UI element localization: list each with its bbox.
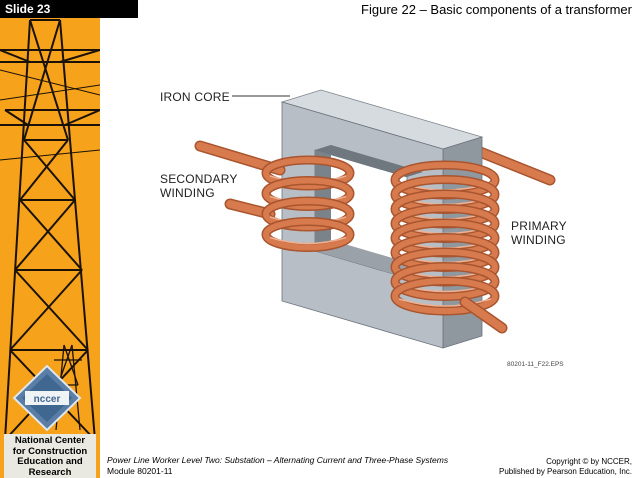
publisher-line: Published by Pearson Education, Inc.: [499, 467, 632, 476]
nccer-logo: nccer: [12, 364, 82, 432]
coil-turn: [263, 218, 353, 251]
copyright-line: Copyright © by NCCER,: [546, 457, 632, 466]
svg-text:nccer: nccer: [34, 394, 61, 405]
secondary-winding: [194, 140, 355, 252]
footer-course-info: Power Line Worker Level Two: Substation …: [107, 455, 448, 477]
org-name-line: National Center: [14, 435, 86, 446]
coil-turn: [398, 298, 492, 307]
coil-turn: [263, 198, 353, 230]
coil-turn: [392, 278, 498, 314]
iron-core-label: IRON CORE: [160, 90, 230, 104]
figure-title: Figure 22 – Basic components of a transf…: [361, 2, 632, 17]
primary-winding-label: WINDING: [511, 233, 566, 247]
slide-number: Slide 23: [5, 2, 51, 16]
org-name-line: Education and: [17, 456, 83, 467]
org-name-line: for Construction: [12, 445, 88, 457]
coil-turn: [263, 157, 353, 189]
copyright-notice: Copyright © by NCCER, Published by Pears…: [499, 457, 632, 477]
primary-winding: [390, 160, 500, 316]
secondary-winding-label: WINDING: [160, 186, 215, 200]
org-name-line: Research: [28, 466, 72, 478]
transformer-diagram: IRON CORE SECONDARY WINDING PRIMARY WIND…: [160, 89, 567, 368]
slide-number-bar: Slide 23: [0, 0, 138, 18]
course-title: Power Line Worker Level Two: Substation …: [107, 455, 449, 465]
module-number: Module 80201-11: [107, 466, 173, 476]
sidebar-banner: nccer: [0, 0, 100, 478]
organization-name-box: National Center for Construction Educati…: [4, 434, 96, 478]
power-tower-illustration: nccer: [0, 19, 100, 441]
primary-winding-label: PRIMARY: [511, 219, 567, 233]
coil-turn: [263, 177, 353, 210]
secondary-winding-label: SECONDARY: [160, 172, 238, 186]
coil-turn: [269, 236, 347, 245]
figure-code: 80201-11_F22.EPS: [507, 361, 564, 368]
coil-turn: [392, 263, 498, 300]
